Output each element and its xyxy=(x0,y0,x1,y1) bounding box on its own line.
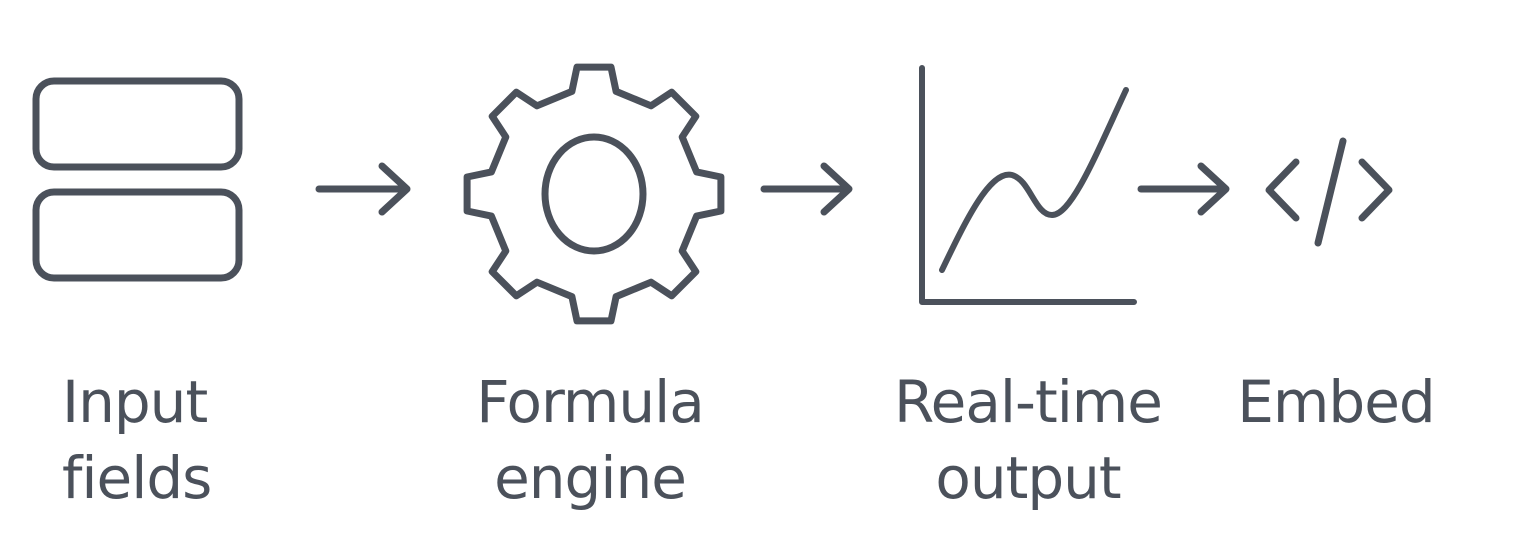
step-label-line: Formula xyxy=(476,368,705,436)
step-label-line: output xyxy=(935,444,1121,512)
step-label-real-time-output: Real-time output xyxy=(893,364,1163,516)
step-label-line: fields xyxy=(62,444,212,512)
step-label-line: engine xyxy=(494,444,687,512)
step-label-line: Input xyxy=(62,368,208,436)
step-label-line: Embed xyxy=(1237,368,1435,436)
step-label-input-fields: Input fields xyxy=(62,364,212,516)
step-label-formula-engine: Formula engine xyxy=(476,364,705,516)
step-label-embed: Embed xyxy=(1237,364,1435,440)
step-label-line: Real-time xyxy=(893,368,1163,436)
